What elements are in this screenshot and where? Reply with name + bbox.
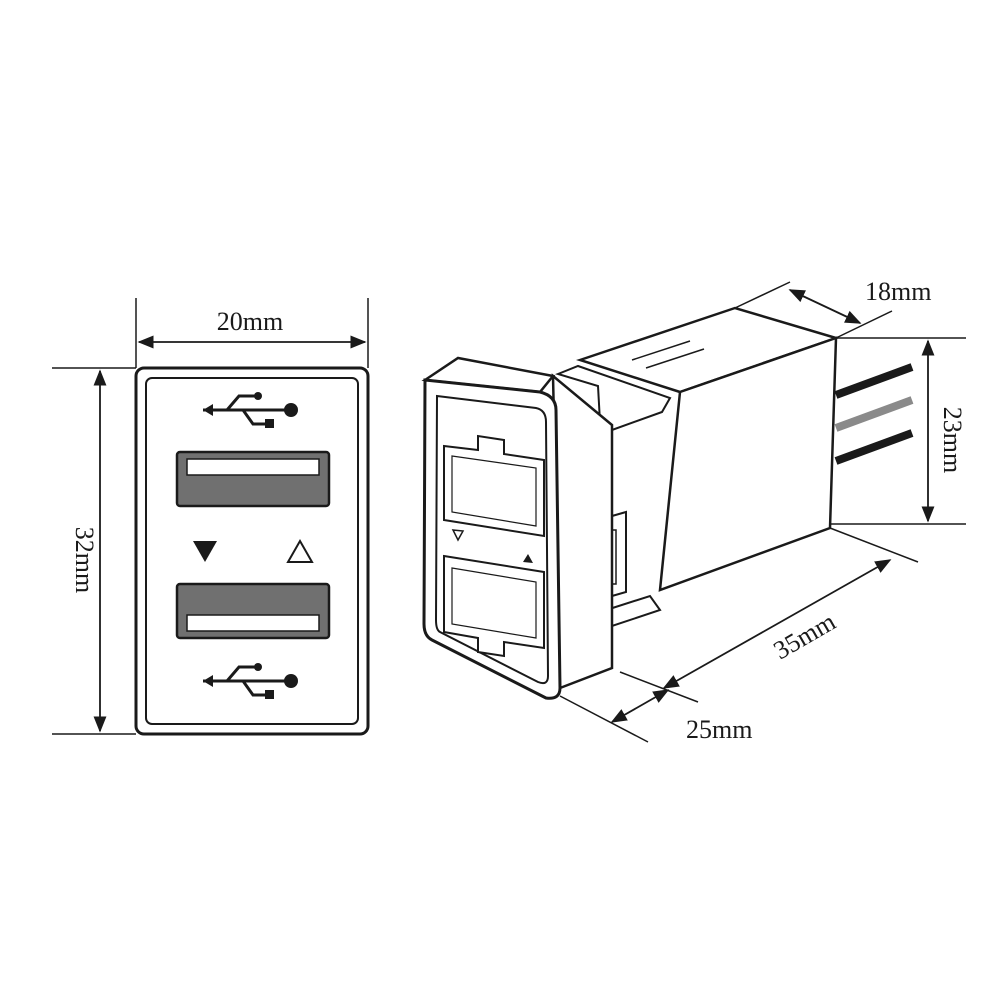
faceplate-inner-border: [145, 377, 359, 725]
length-dimension-label: 35mm: [769, 607, 841, 665]
depth-bottom-dimension-label: 25mm: [686, 715, 752, 744]
bezel-side: [551, 373, 614, 690]
up-triangle-icon: [286, 538, 314, 563]
height-dimension-label: 32mm: [70, 527, 99, 593]
height-dimension-label: 23mm: [938, 407, 967, 473]
perspective-view: 18mm 23mm 35mm 25mm: [421, 277, 967, 744]
lower-usb-port-slot: [186, 614, 320, 632]
wire: [834, 396, 914, 432]
up-triangle-icon: [523, 554, 533, 563]
lower-usb-port: [443, 554, 545, 658]
upper-usb-port-slot: [186, 458, 320, 476]
length-dimension-line: [662, 559, 892, 689]
wire: [834, 429, 914, 465]
upper-usb-port: [443, 434, 545, 538]
front-view: 20mm 32mm: [52, 298, 370, 736]
depth-top-dimension-label: 18mm: [865, 277, 931, 306]
wire: [834, 363, 914, 399]
depth-bottom-dimension-line: [610, 689, 670, 723]
down-triangle-icon: [193, 541, 217, 562]
latch-clip: [554, 364, 672, 432]
down-triangle-icon: [451, 529, 465, 542]
width-dimension-label: 20mm: [217, 307, 283, 336]
depth-top-dimension-line: [788, 289, 862, 324]
